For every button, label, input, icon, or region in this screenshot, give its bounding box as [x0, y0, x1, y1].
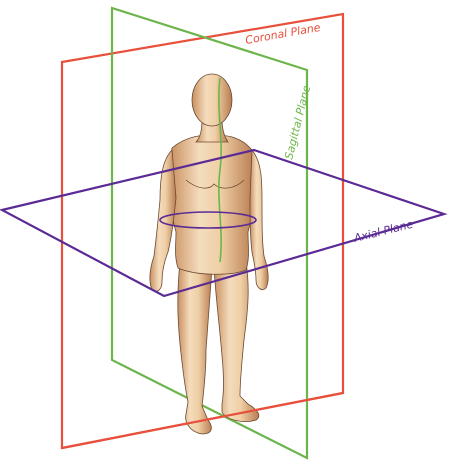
- axial-plane-label: Axial Plane: [352, 218, 415, 246]
- head: [192, 74, 232, 126]
- right-leg: [214, 262, 259, 422]
- human-figure: [150, 74, 268, 434]
- torso: [170, 135, 254, 274]
- sagittal-plane-label: Sagittal Plane: [282, 84, 313, 161]
